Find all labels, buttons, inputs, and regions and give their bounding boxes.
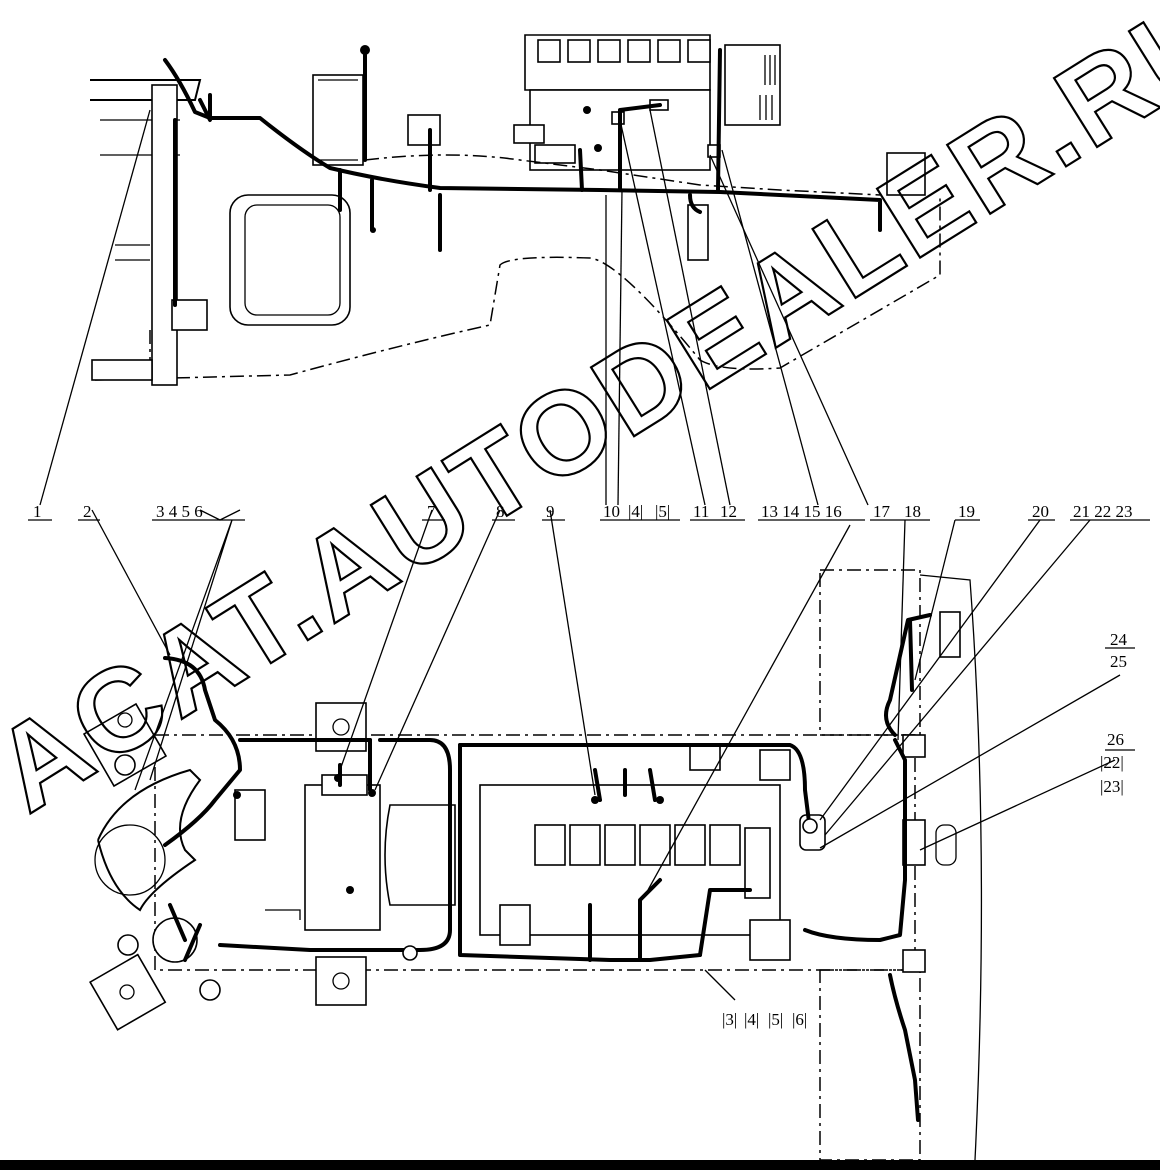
callout-10-5: |5| — [655, 502, 670, 521]
leader-lines — [39, 109, 1121, 1001]
callout-12: 12 — [720, 502, 737, 521]
callout-19: 19 — [958, 502, 975, 521]
callout-13-16: 13 14 15 16 — [761, 502, 842, 521]
callout-21-23: 21 22 23 — [1073, 502, 1133, 521]
callout-labels: 1 2 3 4 5 6 7 8 9 10 |4| |5| 11 12 13 14… — [28, 502, 1150, 1029]
callout-10: 10 — [603, 502, 620, 521]
callout-26: 26 — [1107, 730, 1124, 749]
callout-bottom-4: |4| — [744, 1010, 759, 1029]
callout-11: 11 — [693, 502, 709, 521]
callout-17: 17 — [873, 502, 891, 521]
callout-bottom-3: |3| — [722, 1010, 737, 1029]
plan-view — [82, 569, 983, 1161]
side-view — [90, 34, 941, 386]
callout-10-4: |4| — [628, 502, 643, 521]
callout-25: 25 — [1110, 652, 1127, 671]
callout-7: 7 — [427, 502, 436, 521]
callout-18: 18 — [904, 502, 921, 521]
callout-26-22: |22| — [1100, 753, 1124, 772]
callout-3-6: 3 4 5 6 — [156, 502, 203, 521]
bottom-border — [0, 1160, 1160, 1170]
callout-2: 2 — [83, 502, 92, 521]
callout-bottom-5: |5| — [768, 1010, 783, 1029]
callout-8: 8 — [496, 502, 505, 521]
callout-9: 9 — [546, 502, 555, 521]
callout-26-23: |23| — [1100, 777, 1124, 796]
callout-20: 20 — [1032, 502, 1049, 521]
callout-1: 1 — [33, 502, 42, 521]
callout-24: 24 — [1110, 630, 1128, 649]
callout-bottom-6: |6| — [792, 1010, 807, 1029]
